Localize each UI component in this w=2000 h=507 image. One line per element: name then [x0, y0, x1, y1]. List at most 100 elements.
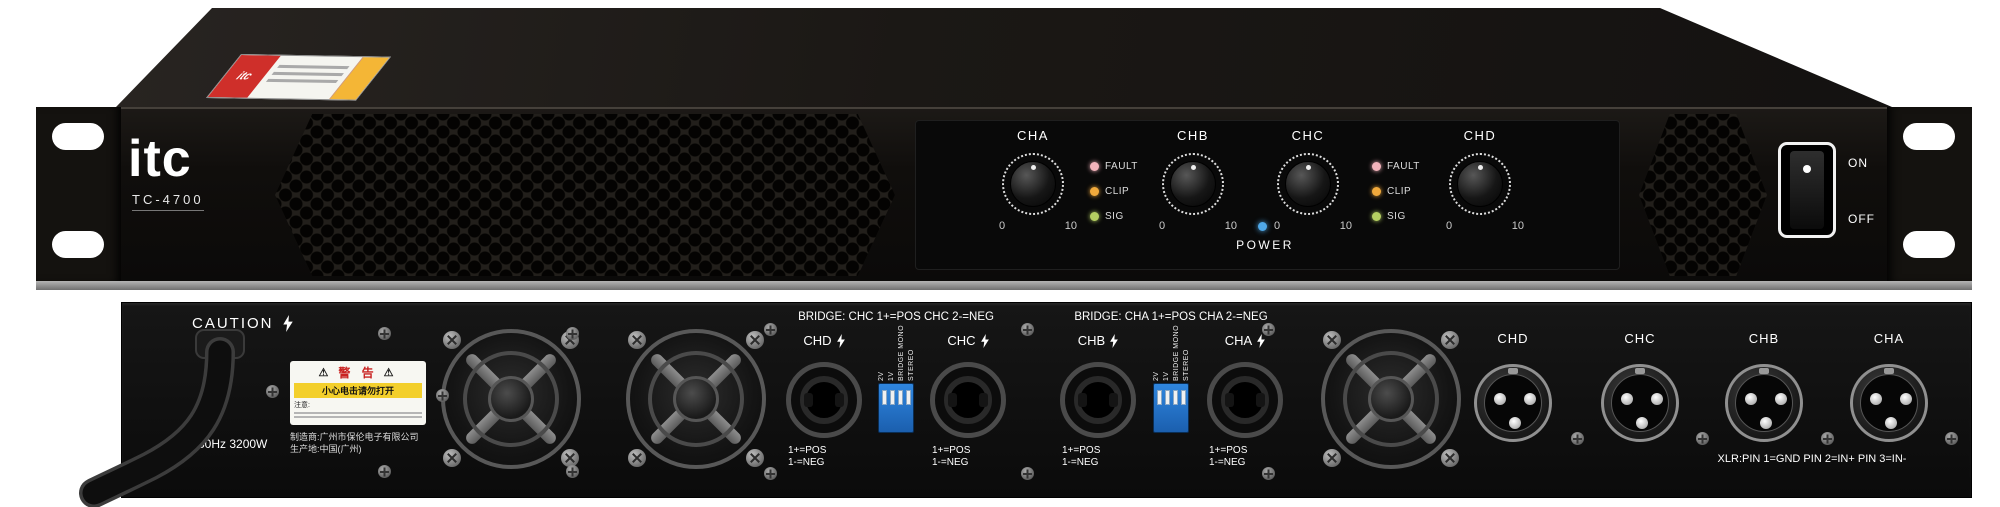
channel-c-section: CHC 0 10: [1260, 128, 1356, 240]
dip-toggle[interactable]: [1156, 390, 1162, 405]
speakon-connector-chb[interactable]: [1060, 362, 1136, 438]
screw-icon: [1571, 432, 1584, 445]
speakon-socket: [944, 376, 992, 424]
chb-gain-knob[interactable]: [1162, 153, 1224, 215]
speakon-wiring-chb: 1+=POS 1-=NEG: [1062, 445, 1100, 469]
brand-logo: itc: [128, 130, 192, 188]
manufacturer-line: 制造商:广州市保伦电子有限公司: [290, 432, 419, 442]
led-stack-cd: FAULT CLIP SIG: [1372, 154, 1444, 229]
wiring-pos: 1+=POS: [788, 445, 827, 456]
xlr-input-cha[interactable]: [1850, 364, 1928, 442]
dip-toggle[interactable]: [1164, 390, 1170, 405]
speakon-connector-cha[interactable]: [1207, 362, 1283, 438]
speakon-wiring-cha: 1+=POS 1-=NEG: [1209, 445, 1247, 469]
xlr-pin-hole: [1745, 393, 1757, 405]
xlr-latch: [1508, 368, 1518, 374]
rack-ear-right: [1887, 107, 1972, 281]
xlr-pin-hole: [1509, 417, 1521, 429]
chc-gain-knob[interactable]: [1277, 153, 1339, 215]
dip-toggle[interactable]: [1180, 390, 1186, 405]
fan-hub: [488, 376, 534, 422]
clip-led-row: CLIP: [1090, 179, 1162, 204]
clip-led-label: CLIP: [1387, 186, 1412, 197]
speakon-socket: [800, 376, 848, 424]
front-bottom-trim: [36, 281, 1972, 290]
speakon-wiring-chc: 1+=POS 1-=NEG: [932, 445, 970, 469]
xlr-cha-label: CHA: [1873, 331, 1905, 346]
bridge-label-chc: BRIDGE: CHC 1+=POS CHC 2-=NEG: [798, 311, 994, 323]
xlr-input-chd[interactable]: [1474, 364, 1552, 442]
warning-subtitle: 小心电击请勿打开: [294, 383, 422, 398]
xlr-pin-hole: [1885, 417, 1897, 429]
speakon-connector-chd[interactable]: [786, 362, 862, 438]
dip-toggle[interactable]: [905, 390, 911, 405]
dip-label: 2V: [877, 371, 885, 381]
fan-guard-ring: [463, 351, 559, 447]
warning-fine-print: [294, 412, 422, 418]
speakon-socket: [1074, 376, 1122, 424]
dip-labels-right: 2V 1V BRIDGE MONO STEREO: [1139, 324, 1203, 381]
knob-cap[interactable]: [1170, 161, 1216, 207]
clip-led-label: CLIP: [1105, 186, 1130, 197]
mounting-hole: [52, 231, 104, 258]
screw-icon: [566, 465, 579, 478]
screw-icon: [746, 449, 764, 467]
dip-toggle[interactable]: [1172, 390, 1178, 405]
xlr-input-chb[interactable]: [1725, 364, 1803, 442]
fault-led: [1090, 162, 1099, 171]
dip-toggle[interactable]: [889, 390, 895, 405]
knob-scale-max: 10: [1511, 220, 1524, 232]
sig-led: [1372, 212, 1381, 221]
knob-cap[interactable]: [1457, 161, 1503, 207]
screw-icon: [764, 467, 777, 480]
mounting-hole: [1903, 231, 1955, 258]
led-stack-ab: FAULT CLIP SIG: [1090, 154, 1162, 229]
power-rocker-switch[interactable]: [1778, 142, 1836, 238]
knob-scale-min: 0: [1159, 220, 1166, 232]
speakon-chc-label: CHC: [947, 333, 976, 348]
knob-scale-max: 10: [1224, 220, 1237, 232]
knob-scale-min: 0: [999, 220, 1006, 232]
speakon-connector-chc[interactable]: [930, 362, 1006, 438]
switch-off-label: OFF: [1848, 212, 1875, 226]
knob-cap[interactable]: [1010, 161, 1056, 207]
rocker-button[interactable]: [1790, 151, 1824, 229]
mode-dip-switch-left[interactable]: [878, 383, 914, 433]
lightning-icon: [837, 334, 845, 348]
dip-toggle[interactable]: [897, 390, 903, 405]
screw-icon: [746, 331, 764, 349]
screw-icon: [1696, 432, 1709, 445]
warning-triangle-icon: ⚠: [383, 367, 398, 379]
xlr-pinout-label: XLR:PIN 1=GND PIN 2=IN+ PIN 3=IN-: [1717, 453, 1907, 465]
screw-icon: [443, 331, 461, 349]
fault-led-label: FAULT: [1105, 161, 1138, 172]
caution-row: CAUTION: [192, 315, 293, 332]
knob-cap[interactable]: [1285, 161, 1331, 207]
sig-led-row: SIG: [1090, 204, 1162, 229]
dip-toggle[interactable]: [881, 390, 887, 405]
warning-title-row: ⚠ 警 告 ⚠: [294, 364, 422, 381]
screw-icon: [764, 323, 777, 336]
screw-icon: [1021, 467, 1034, 480]
xlr-pin-hole: [1636, 417, 1648, 429]
xlr-chb-label: CHB: [1748, 331, 1780, 346]
screw-icon: [378, 465, 391, 478]
dip-label: BRIDGE MONO: [1172, 324, 1180, 381]
chd-gain-knob[interactable]: [1449, 153, 1511, 215]
screw-icon: [1441, 449, 1459, 467]
model-number: TC-4700: [132, 192, 204, 211]
xlr-pin-hole: [1870, 393, 1882, 405]
knob-scale-min: 0: [1274, 220, 1281, 232]
dip-labels-left: 2V 1V BRIDGE MONO STEREO: [864, 325, 928, 381]
screw-icon: [1021, 323, 1034, 336]
xlr-latch: [1759, 368, 1769, 374]
knob-scale-max: 10: [1064, 220, 1077, 232]
power-rating-label: 50Hz 3200W: [198, 437, 268, 451]
screw-icon: [266, 385, 279, 398]
lightning-icon: [283, 315, 293, 332]
xlr-chd-label: CHD: [1497, 331, 1529, 346]
mode-dip-switch-right[interactable]: [1153, 383, 1189, 433]
cha-gain-knob[interactable]: [1002, 153, 1064, 215]
xlr-input-chc[interactable]: [1601, 364, 1679, 442]
